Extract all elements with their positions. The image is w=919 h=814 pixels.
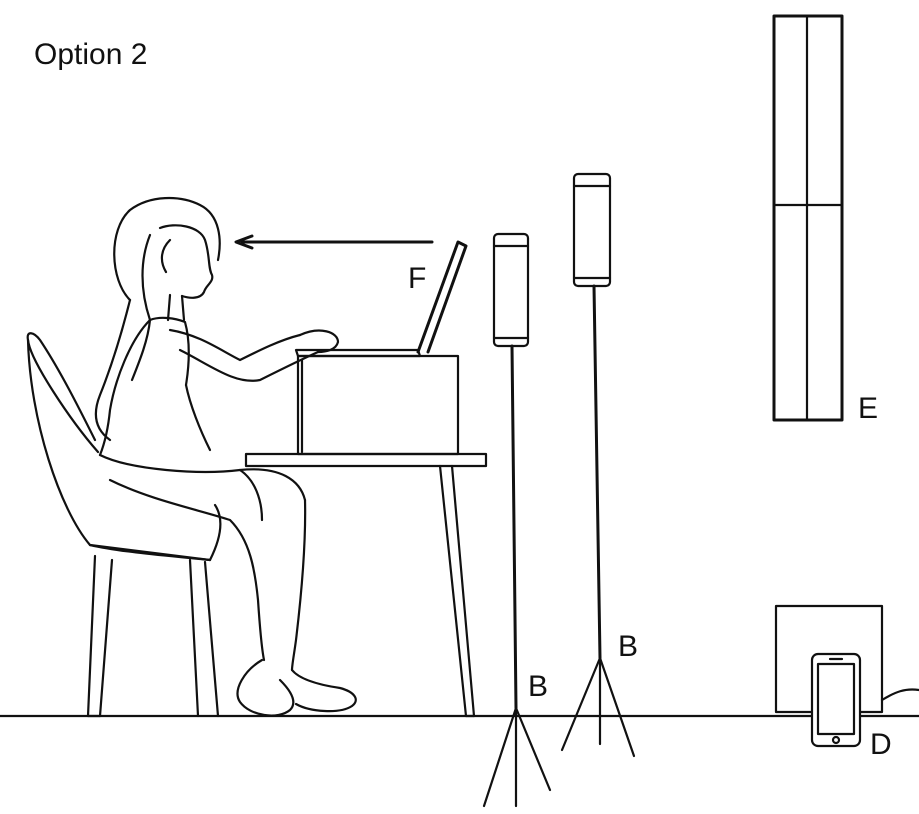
label-B-front: B xyxy=(528,670,548,703)
light-stand-back xyxy=(562,174,634,756)
laptop-stand-box xyxy=(298,356,458,454)
light-stand-front xyxy=(484,234,550,806)
window-panel xyxy=(774,16,842,420)
gaze-arrow xyxy=(236,236,432,248)
laptop xyxy=(296,242,466,356)
label-E: E xyxy=(858,392,878,425)
desk xyxy=(246,454,486,716)
diagram-title: Option 2 xyxy=(34,38,147,71)
label-D: D xyxy=(870,728,892,761)
chair xyxy=(28,333,221,716)
label-B-back: B xyxy=(618,630,638,663)
label-F: F xyxy=(408,262,426,295)
phone xyxy=(812,654,860,746)
